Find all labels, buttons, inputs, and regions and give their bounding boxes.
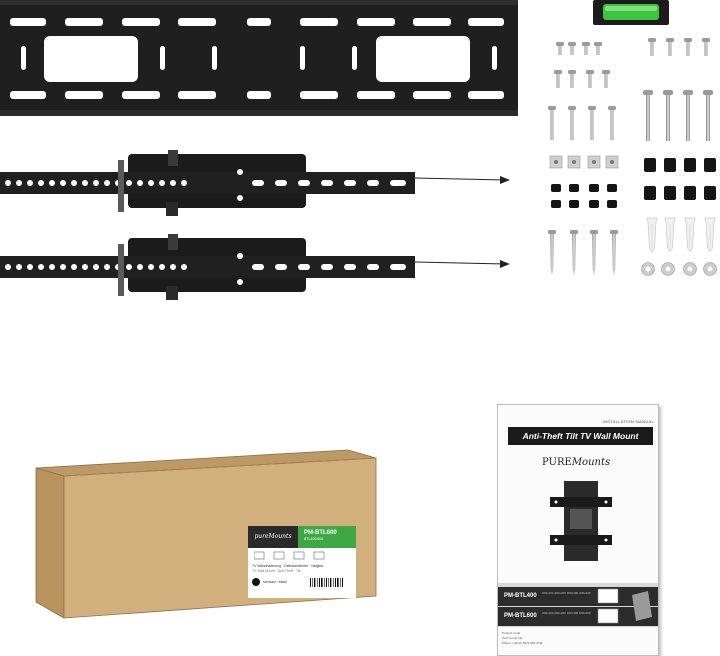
spirit-level — [593, 0, 669, 25]
manual-model-spec: 200x100 200x200 400x400 600x400 — [542, 611, 591, 615]
manual-brand-pure: PURE — [542, 457, 572, 468]
manual-footer-3: Phone: +49 (0) 5971 981 4711 — [502, 641, 543, 645]
hardware-kit — [548, 38, 717, 276]
manual-footer-2: Tech Comp Ltd. — [502, 636, 524, 640]
barcode — [310, 578, 343, 587]
manual-brand-mounts: Mounts — [571, 457, 611, 468]
color-swatch — [252, 578, 260, 586]
box-color-label: schwarz / black — [263, 580, 287, 584]
manual-tv-icons — [597, 588, 652, 624]
box-line-1: TV Wandhalterung · Diebstahlsicher · Nei… — [252, 564, 324, 568]
box-line-2: TV Wall Mount · Anti-Theft · Tilt — [252, 569, 301, 573]
manual-header: INSTALLATION MANUAL — [602, 419, 654, 424]
manual-footer-1: Product Code — [502, 631, 521, 635]
box-model: PM-BTL600 BTL400/600 — [298, 526, 356, 548]
box-brand: pureMounts — [248, 526, 298, 548]
manual-mount-illustration — [550, 481, 612, 561]
box-model-sub: BTL400/600 — [304, 537, 324, 541]
box-label-icons — [254, 551, 325, 560]
manual-model-name: PM-BTL600 — [504, 613, 537, 619]
manual-model-name: PM-BTL400 — [504, 593, 537, 599]
tv-arms — [0, 150, 511, 300]
manual-title: Anti-Theft Tilt TV Wall Mount — [508, 427, 653, 445]
box-model-code: PM-BTL600 — [304, 530, 337, 536]
wall-plate — [0, 0, 518, 116]
manual-model-spec: 200x100 200x200 300x300 400x400 — [542, 591, 591, 595]
box-label: pureMounts PM-BTL600 BTL400/600 TV Wandh… — [248, 526, 356, 598]
installation-manual: INSTALLATION MANUAL Anti-Theft Tilt TV W… — [497, 404, 659, 656]
manual-brand: PUREMounts — [542, 457, 610, 468]
